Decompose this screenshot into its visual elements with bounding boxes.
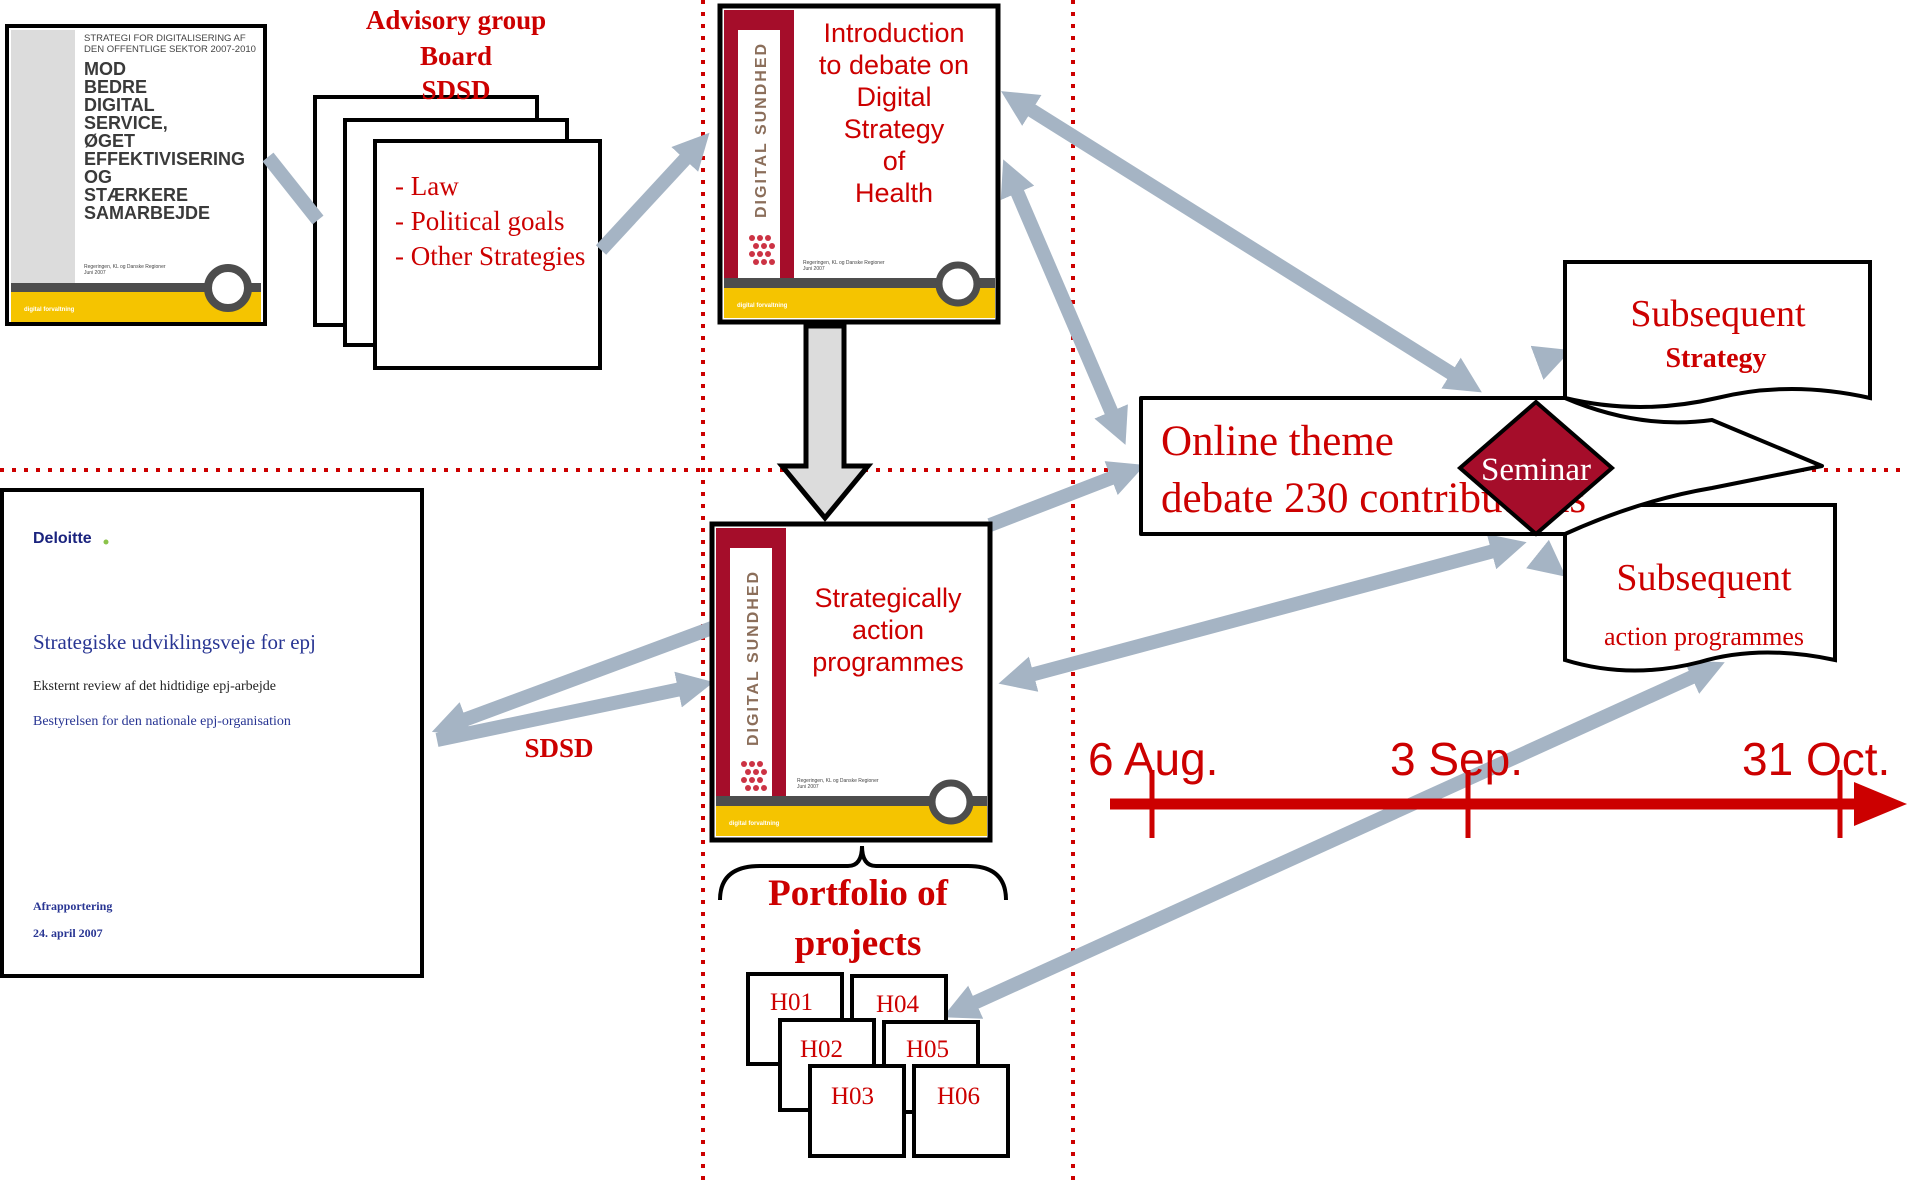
project-label: H04 [876, 991, 920, 1018]
arrow-projects-to-subsequent-action [942, 660, 1725, 1019]
deloitte-report: Deloitte Strategiske udviklingsveje for … [0, 488, 424, 978]
intro-title-line: Health [855, 178, 933, 208]
arrow-debate-to-subsequent-action [1526, 539, 1566, 577]
portfolio-brace [718, 845, 1008, 901]
action-title: Strategically action programmes [812, 583, 964, 677]
advisory-group-labels: Advisory group Board [366, 5, 546, 71]
arrow-cover-to-advisory [262, 152, 324, 225]
action-footer: digital forvaltning [729, 821, 780, 827]
cover-title-line: DIGITAL [84, 95, 155, 115]
timeline-label-sep: 3 Sep. [1390, 733, 1523, 785]
intro-title-line: Strategy [844, 114, 945, 144]
project-label: H03 [831, 1083, 874, 1110]
intro-date: Juni 2007 [803, 266, 825, 272]
intro-document: DIGITAL SUNDHED Regeringen, KL og Danske… [717, 3, 1001, 325]
cover-authors: Regeringen, KL og Danske Regioner [84, 264, 166, 270]
action-title-line: action [852, 615, 924, 645]
intro-title-line: to debate on [819, 50, 969, 80]
timeline: 6 Aug. 3 Sep. 31 Oct. [1088, 733, 1907, 838]
action-dot-pattern [741, 761, 767, 791]
seminar-label: Seminar [1481, 452, 1591, 488]
intro-title-line: of [883, 146, 906, 176]
cover-header-line1: STRATEGI FOR DIGITALISERING AF [84, 33, 246, 44]
portfolio: Portfolio of projects H01 H04 H02 H05 H0… [718, 845, 1010, 1158]
connector-arrows [262, 91, 1725, 1019]
action-date: Juni 2007 [797, 784, 819, 790]
cover-title-line: SAMARBEJDE [84, 203, 210, 223]
deloitte-logo: Deloitte [33, 530, 92, 547]
subsequent-action-line1: Subsequent [1616, 557, 1792, 599]
down-arrow [776, 323, 874, 522]
subsequent-strategy: Subsequent Strategy [1563, 260, 1872, 409]
cover-title-line: BEDRE [84, 77, 147, 97]
deloitte-logo-dot [103, 539, 109, 545]
seminar-diamond: Seminar [1456, 399, 1616, 537]
intro-title-line: Digital [856, 82, 931, 112]
cover-title-line: MOD [84, 59, 126, 79]
sdsd-label: SDSD [524, 733, 593, 763]
arrow-debate-to-subsequent-strategy [1530, 345, 1572, 380]
cover-header-line2: DEN OFFENTLIGE SEKTOR 2007-2010 [84, 44, 256, 55]
subsequent-strategy-line1: Subsequent [1630, 293, 1806, 335]
advisory-item: - Political goals [395, 206, 564, 236]
cover-title-line: EFFEKTIVISERING [84, 149, 245, 169]
timeline-label-oct: 31 Oct. [1742, 733, 1890, 785]
intro-authors: Regeringen, KL og Danske Regioner [803, 260, 885, 266]
online-debate-line1: Online theme [1161, 418, 1394, 465]
advisory-item: - Other Strategies [395, 241, 585, 271]
subsequent-action-line2: action programmes [1604, 622, 1804, 651]
deloitte-date: 24. april 2007 [33, 926, 103, 940]
cover-footer: digital forvaltning [24, 307, 75, 313]
arrow-intro-to-online-debate [1000, 159, 1128, 445]
action-spine-text: DIGITAL SUNDHED [745, 570, 762, 746]
cover-title-line: SERVICE, [84, 113, 168, 133]
digital-strategy-cover: STRATEGI FOR DIGITALISERING AF DEN OFFEN… [5, 24, 267, 326]
cover-title: MOD BEDRE DIGITAL SERVICE, ØGET EFFEKTIV… [84, 59, 245, 223]
subsequent-strategy-line2: Strategy [1665, 343, 1766, 374]
advisory-label-line2: Board [420, 41, 492, 71]
project-label: H05 [906, 1036, 949, 1063]
advisory-items: - Law - Political goals - Other Strategi… [395, 171, 585, 271]
project-card-h03 [808, 1064, 906, 1158]
intro-title: Introduction to debate on Digital Strate… [819, 18, 969, 208]
arrow-seminar-to-action [998, 534, 1527, 692]
arrow-deloitte-to-action [435, 671, 714, 747]
project-label: H02 [800, 1036, 843, 1063]
project-label: H06 [937, 1083, 980, 1110]
advisory-label-line3: SDSD [421, 75, 490, 105]
advisory-label-line1: Advisory group [366, 5, 546, 35]
deloitte-org: Bestyrelsen for den nationale epj-organi… [33, 714, 291, 729]
subsequent-action-programmes: Subsequent action programmes [1563, 503, 1837, 673]
arrow-action-to-online-debate [987, 461, 1146, 532]
advisory-item: - Law [395, 171, 459, 201]
arrow-action-to-deloitte [431, 621, 715, 737]
action-title-line: Strategically [814, 583, 962, 613]
cover-date: Juni 2007 [84, 270, 106, 276]
intro-spine-text: DIGITAL SUNDHED [753, 42, 770, 218]
action-programmes-document: DIGITAL SUNDHED Regeringen, KL og Danske… [709, 521, 993, 843]
action-authors: Regeringen, KL og Danske Regioner [797, 778, 879, 784]
portfolio-title-line2: projects [795, 923, 922, 964]
cover-title-line: OG [84, 167, 112, 187]
cover-title-line: STÆRKERE [84, 185, 188, 205]
arrow-intro-to-subsequent-strategy [1001, 91, 1482, 393]
cover-title-line: ØGET [84, 131, 135, 151]
project-cards: H01 H04 H02 H05 H03 H06 [746, 972, 1010, 1158]
portfolio-title-line1: Portfolio of [768, 873, 948, 914]
intro-title-line: Introduction [823, 18, 964, 48]
deloitte-title: Strategiske udviklingsveje for epj [33, 630, 316, 654]
project-card-h06 [912, 1064, 1010, 1158]
stack-page-front [373, 139, 602, 370]
deloitte-subtitle: Eksternt review af det hidtidige epj-arb… [33, 679, 276, 694]
arrow-advisory-to-intro [595, 132, 710, 255]
timeline-arrowhead [1854, 782, 1907, 826]
intro-dot-pattern [749, 235, 775, 265]
advisory-stack: SDSD - Law - Political goals - Other Str… [313, 75, 602, 370]
deloitte-report-label: Afrapportering [33, 899, 112, 913]
action-title-line: programmes [812, 647, 964, 677]
intro-footer: digital forvaltning [737, 303, 788, 309]
timeline-label-aug: 6 Aug. [1088, 733, 1218, 785]
project-label: H01 [770, 989, 813, 1016]
